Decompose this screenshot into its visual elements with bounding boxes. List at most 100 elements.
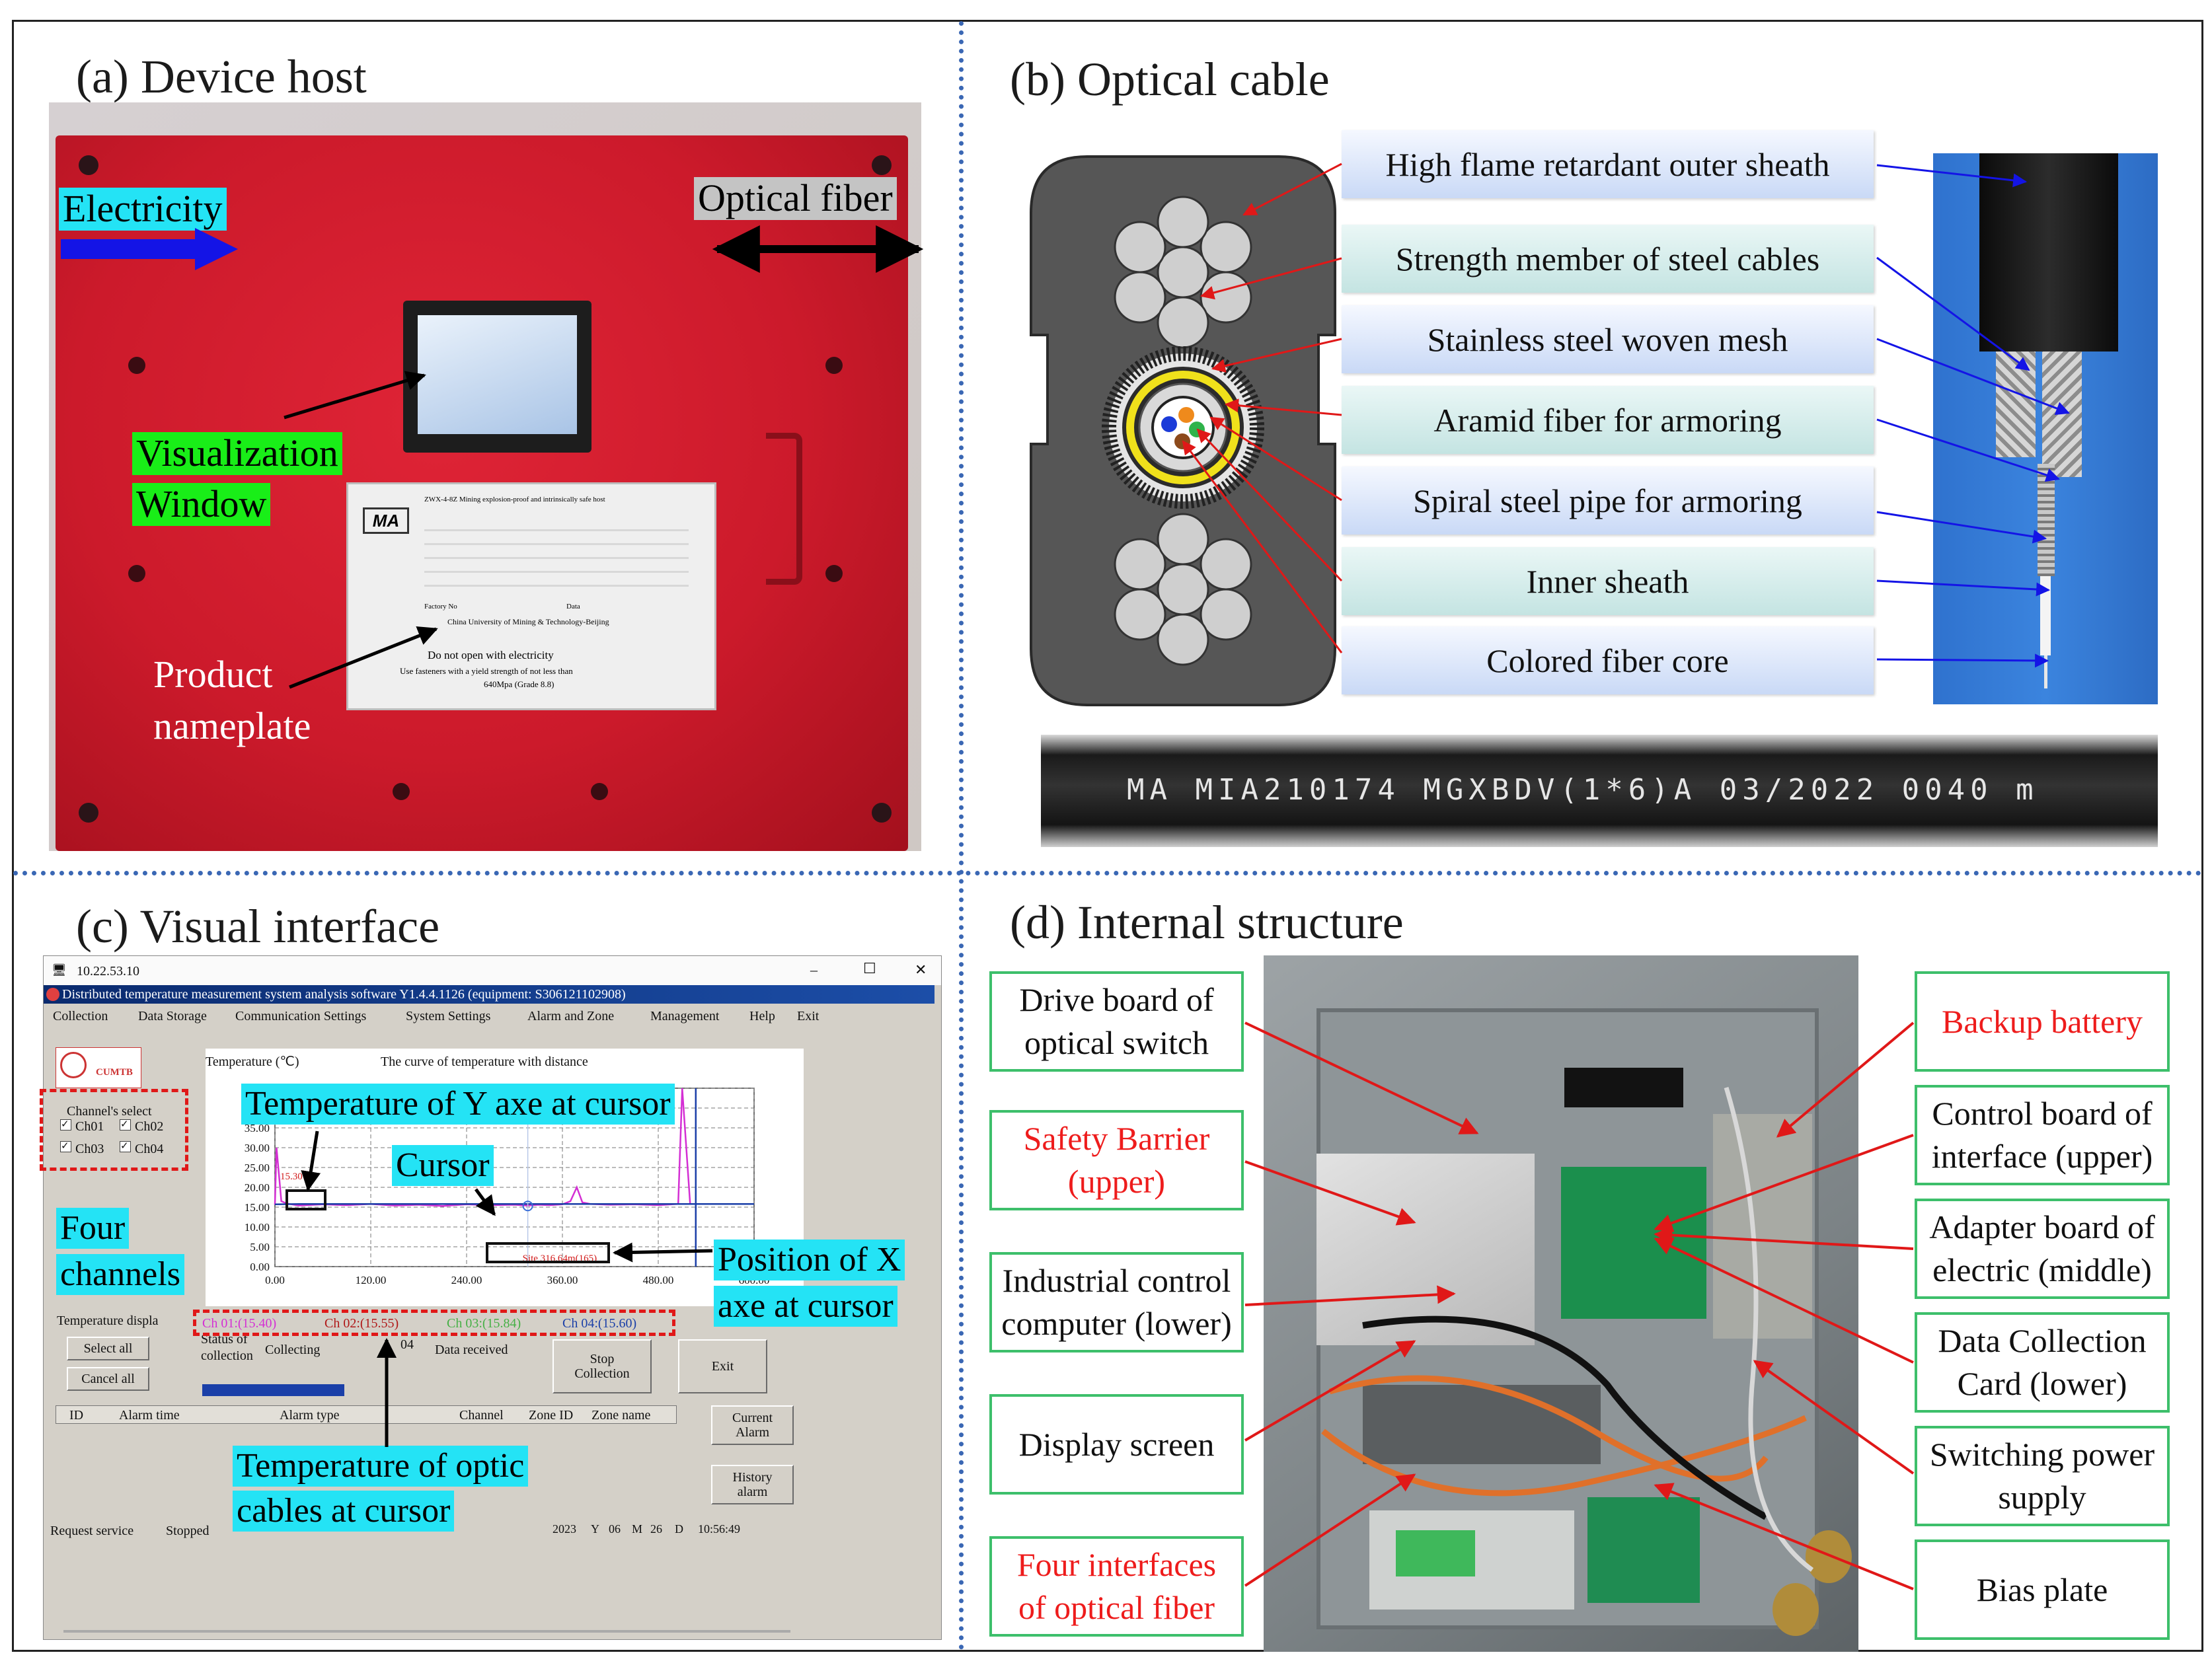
- col-zone-id: Zone ID: [529, 1408, 574, 1423]
- bolt: [79, 155, 98, 175]
- clock: 10:56:49: [698, 1522, 741, 1536]
- adapter-board-box: Adapter board of electric (middle): [1915, 1199, 2170, 1299]
- layer-aramid-fiber: Aramid fiber for armoring: [1342, 386, 1874, 454]
- bolt: [393, 783, 410, 800]
- ch03-label: Ch03: [75, 1142, 104, 1156]
- switching-power-box: Switching power supply: [1915, 1426, 2170, 1526]
- maximize-button[interactable]: ☐: [863, 960, 876, 977]
- visualization-arrow: [284, 371, 426, 420]
- data-collection-card-box: Data Collection Card (lower): [1915, 1312, 2170, 1413]
- col-zone-name: Zone name: [591, 1408, 651, 1423]
- ch01-checkbox[interactable]: ✓: [60, 1119, 71, 1130]
- bolt: [128, 357, 145, 374]
- close-button[interactable]: ✕: [915, 961, 927, 978]
- ch03-checkbox[interactable]: ✓: [60, 1141, 71, 1152]
- bolt: [825, 357, 843, 374]
- ch02-checkbox[interactable]: ✓: [120, 1119, 131, 1130]
- ch04-label: Ch04: [135, 1142, 164, 1156]
- ma-badge: MA: [363, 507, 409, 534]
- select-all-button[interactable]: Select all: [67, 1337, 149, 1360]
- alarm-table-header: ID Alarm time Alarm type Channel Zone ID…: [56, 1405, 677, 1424]
- date-m: M: [632, 1522, 643, 1536]
- nameplate-maker: China University of Mining & Technology-…: [447, 617, 609, 626]
- industrial-computer-box: Industrial control computer (lower): [989, 1252, 1244, 1352]
- nameplate-date: Data: [566, 603, 580, 611]
- cable-print-photo: MA MIA210174 MGXBDV(1*6)A 03/2022 0040 m: [1041, 735, 2158, 847]
- menu-alarm-zone[interactable]: Alarm and Zone: [527, 1009, 615, 1023]
- app-title-bar: Distributed temperature measurement syst…: [44, 985, 934, 1004]
- vertical-divider: [959, 21, 964, 1650]
- door-handle: [766, 433, 802, 585]
- menu-collection[interactable]: Collection: [53, 1009, 108, 1023]
- current-alarm-button[interactable]: Current Alarm: [711, 1405, 794, 1445]
- nameplate-warning: Do not open with electricity: [428, 649, 554, 661]
- horizontal-scrollbar[interactable]: [63, 1630, 790, 1633]
- site-readout-highlight: [486, 1242, 610, 1263]
- date-year: 2023: [553, 1522, 576, 1536]
- menu-help[interactable]: Help: [749, 1009, 775, 1023]
- x-tick-label: 120.00: [356, 1274, 387, 1286]
- optic-cables-annotation-2: cables at cursor: [233, 1491, 455, 1532]
- col-alarm-time: Alarm time: [119, 1408, 180, 1423]
- menu-management[interactable]: Management: [650, 1009, 720, 1023]
- layer-spiral-pipe: Spiral steel pipe for armoring: [1342, 466, 1874, 535]
- bolt: [591, 783, 608, 800]
- minimize-button[interactable]: –: [810, 961, 818, 978]
- progress-bar: [202, 1384, 344, 1396]
- four-channels-annotation-2: channels: [56, 1254, 184, 1296]
- ch04-readout: Ch 04:(15.60): [562, 1316, 637, 1331]
- exit-button[interactable]: Exit: [678, 1339, 767, 1393]
- title-bar: 🖥 10.22.53.10 – ☐ ✕: [44, 956, 941, 985]
- backup-battery-box: Backup battery: [1915, 971, 2170, 1072]
- layer-woven-mesh: Stainless steel woven mesh: [1342, 305, 1874, 373]
- history-alarm-button[interactable]: History alarm: [711, 1465, 794, 1504]
- drive-board-box: Drive board of optical switch: [989, 971, 1244, 1072]
- temp-display-label: Temperature displa: [57, 1314, 159, 1328]
- y-tick-label: 15.00: [245, 1201, 270, 1214]
- data-received-label: Data received: [435, 1343, 508, 1357]
- stop-collection-button[interactable]: Stop Collection: [553, 1339, 652, 1393]
- bias-plate-box: Bias plate: [1915, 1539, 2170, 1640]
- bolt: [872, 155, 892, 175]
- ch04-checkbox[interactable]: ✓: [120, 1141, 131, 1152]
- panel-c-arrows: [301, 1130, 713, 1447]
- ch01-label: Ch01: [75, 1119, 104, 1134]
- cable-cross-section: [1030, 155, 1336, 706]
- menu-system-settings[interactable]: System Settings: [406, 1009, 491, 1023]
- four-channels-annotation-1: Four: [56, 1208, 130, 1249]
- menu-data-storage[interactable]: Data Storage: [138, 1009, 207, 1023]
- temp-y-annotation: Temperature of Y axe at cursor: [241, 1084, 675, 1125]
- x-tick-label: 360.00: [547, 1274, 578, 1286]
- control-board-box: Control board of interface (upper): [1915, 1085, 2170, 1185]
- nameplate-grade: 640Mpa (Grade 8.8): [484, 679, 554, 689]
- bolt: [872, 803, 892, 823]
- col-alarm-type: Alarm type: [280, 1408, 340, 1423]
- cursor-annotation: Cursor: [392, 1145, 494, 1187]
- service-status: Stopped: [166, 1524, 210, 1538]
- menu-exit[interactable]: Exit: [797, 1009, 820, 1023]
- col-id: ID: [69, 1408, 84, 1423]
- menu-communication-settings[interactable]: Communication Settings: [235, 1009, 367, 1023]
- received-count: 04: [400, 1337, 414, 1352]
- nameplate-label-line1: Product: [153, 653, 273, 696]
- product-nameplate: MA ZWX-4-8Z Mining explosion-proof and i…: [346, 482, 716, 710]
- app-icon: [46, 988, 59, 1001]
- request-service-label: Request service: [50, 1524, 134, 1538]
- layer-outer-sheath: High flame retardant outer sheath: [1342, 130, 1874, 198]
- col-channel: Channel: [459, 1408, 504, 1423]
- visualization-label-line2: Window: [132, 482, 271, 526]
- cancel-all-button[interactable]: Cancel all: [67, 1367, 149, 1391]
- y-tick-label: 20.00: [245, 1181, 270, 1194]
- university-logo: CUMTB: [56, 1047, 141, 1088]
- cursor-marker: [522, 1201, 533, 1212]
- remote-address: 10.22.53.10: [77, 964, 139, 979]
- panel-d-title: (d) Internal structure: [1010, 896, 1404, 949]
- menu-bar: Collection Data Storage Communication Se…: [44, 1004, 941, 1027]
- horizontal-divider: [13, 871, 2202, 875]
- position-x-annotation-1: Position of X: [714, 1240, 905, 1281]
- date-d: D: [675, 1522, 683, 1536]
- position-x-annotation-2: axe at cursor: [714, 1286, 897, 1327]
- fiber-interfaces-box: Four interfaces of optical fiber: [989, 1536, 1244, 1637]
- nameplate-fastener: Use fasteners with a yield strength of n…: [400, 666, 573, 676]
